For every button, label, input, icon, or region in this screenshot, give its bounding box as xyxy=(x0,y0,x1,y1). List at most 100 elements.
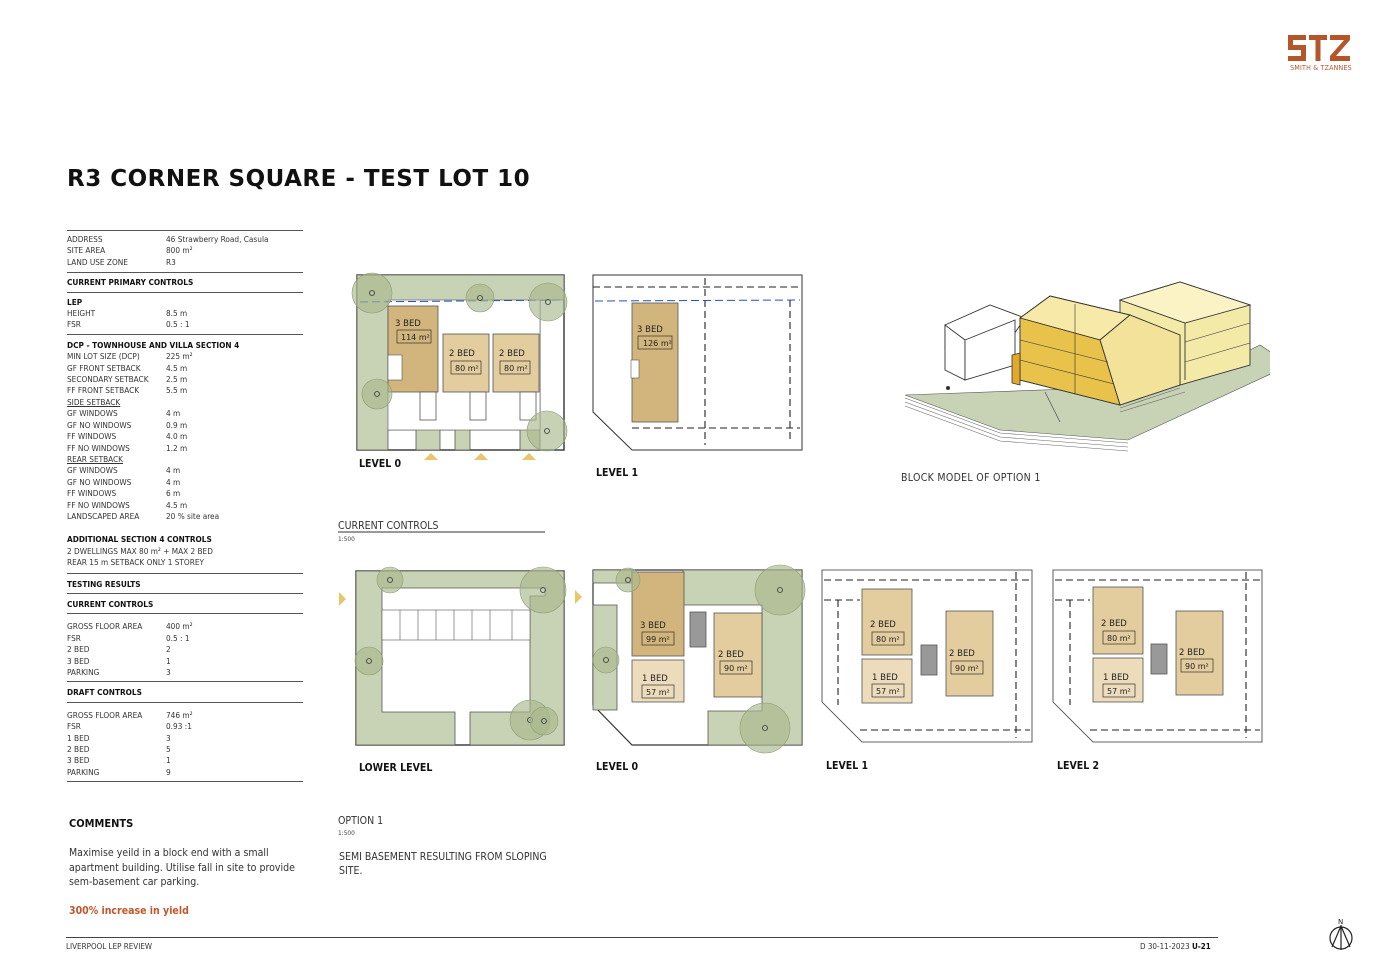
unit-label: 1 BED xyxy=(1103,673,1129,683)
divider xyxy=(67,701,303,703)
logo-wordmark: SMITH & TZANNES xyxy=(1290,64,1352,72)
plan-current-level1: 3 BED 126 m² xyxy=(592,274,803,451)
footer-date-page: D 30-11-2023 U-21 xyxy=(1140,942,1211,951)
unit-area: 99 m² xyxy=(646,635,670,644)
block-model xyxy=(904,281,1270,452)
side-setback-heading: SIDE SETBACK xyxy=(67,396,121,407)
section-option1: OPTION 1 xyxy=(338,815,384,827)
unit-label: 1 BED xyxy=(872,673,898,683)
north-label: N xyxy=(1338,918,1343,926)
footer-divider xyxy=(66,937,1218,938)
unit-area: 80 m² xyxy=(455,364,479,373)
unit-label: 2 BED xyxy=(449,349,475,359)
additional-line: REAR 15 m SETBACK ONLY 1 STOREY xyxy=(67,557,204,568)
label-level0: LEVEL 0 xyxy=(359,458,402,470)
unit-label: 2 BED xyxy=(870,620,896,630)
plan-option1-lower xyxy=(339,566,582,746)
footer-page: U-21 xyxy=(1191,942,1211,951)
unit-label: 3 BED xyxy=(395,319,421,329)
draft-controls-heading: DRAFT CONTROLS xyxy=(67,687,142,698)
label-level1: LEVEL 1 xyxy=(596,467,639,479)
divider xyxy=(67,613,303,615)
current-controls-heading: CURRENT CONTROLS xyxy=(67,598,154,609)
footer-date: D 30-11-2023 xyxy=(1140,942,1190,951)
scale-label: 1:500 xyxy=(338,829,355,837)
unit-area: 57 m² xyxy=(1107,687,1131,696)
plan-option1-level0: 3 BED 99 m² 1 BED 57 m² 2 BED 90 m² xyxy=(592,564,806,754)
unit-area: 57 m² xyxy=(646,688,670,697)
divider xyxy=(67,230,303,231)
unit-area: 80 m² xyxy=(504,364,528,373)
unit-area: 80 m² xyxy=(1107,634,1131,643)
unit-label: 2 BED xyxy=(949,649,975,659)
section-heading: CURRENT PRIMARY CONTROLS xyxy=(67,277,194,288)
unit-area: 114 m² xyxy=(401,333,430,342)
additional-heading: ADDITIONAL SECTION 4 CONTROLS xyxy=(67,534,212,545)
section-current-controls: CURRENT CONTROLS xyxy=(338,520,439,532)
label-option-level1: LEVEL 1 xyxy=(826,760,869,772)
divider xyxy=(67,681,303,683)
divider xyxy=(67,291,303,293)
dcp-row: MIN LOT SIZE (DCP)225 m² xyxy=(67,351,193,362)
unit-label: 3 BED xyxy=(637,325,663,335)
scale-label: 1:500 xyxy=(338,535,355,543)
plan-current-level0: 3 BED 114 m² 2 BED 80 m² 2 BED 80 m² xyxy=(351,272,568,460)
unit-label: 2 BED xyxy=(1101,619,1127,629)
unit-area: 90 m² xyxy=(955,664,979,673)
unit-label: 2 BED xyxy=(1179,648,1205,658)
dcp-heading: DCP - TOWNHOUSE AND VILLA SECTION 4 xyxy=(67,339,240,350)
divider xyxy=(67,592,303,594)
unit-area: 126 m² xyxy=(643,339,672,348)
divider xyxy=(67,272,303,274)
unit-area: 90 m² xyxy=(724,664,748,673)
plans-drawing: .site { fill:#fff; stroke:#333; stroke-w… xyxy=(338,272,1270,754)
unit-label: 1 BED xyxy=(642,674,668,684)
unit-label: 2 BED xyxy=(718,650,744,660)
unit-label: 2 BED xyxy=(499,349,525,359)
divider xyxy=(67,781,303,783)
smith-tzannes-logo xyxy=(1288,35,1350,61)
unit-area: 90 m² xyxy=(1185,662,1209,671)
plan-option1-level2: 2 BED 80 m² 1 BED 57 m² 2 BED 90 m² xyxy=(1052,569,1263,743)
lep-heading: LEP xyxy=(67,296,83,307)
label-lower-level: LOWER LEVEL xyxy=(359,762,433,774)
divider xyxy=(67,333,303,335)
comments-heading: COMMENTS xyxy=(69,817,134,830)
page-title: R3 CORNER SQUARE - TEST LOT 10 xyxy=(67,166,531,192)
plan-option1-level1: 2 BED 80 m² 1 BED 57 m² 2 BED 90 m² xyxy=(821,569,1033,743)
unit-label: 3 BED xyxy=(640,621,666,631)
unit-area: 80 m² xyxy=(876,635,900,644)
additional-line: 2 DWELLINGS MAX 80 m² + MAX 2 BED xyxy=(67,545,213,556)
comments-text: Maximise yeild in a block end with a sma… xyxy=(69,847,295,888)
unit-area: 57 m² xyxy=(876,687,900,696)
option-note: SEMI BASEMENT RESULTING FROM SLOPING SIT… xyxy=(339,851,547,877)
rear-setback-heading: REAR SETBACK xyxy=(67,453,124,464)
